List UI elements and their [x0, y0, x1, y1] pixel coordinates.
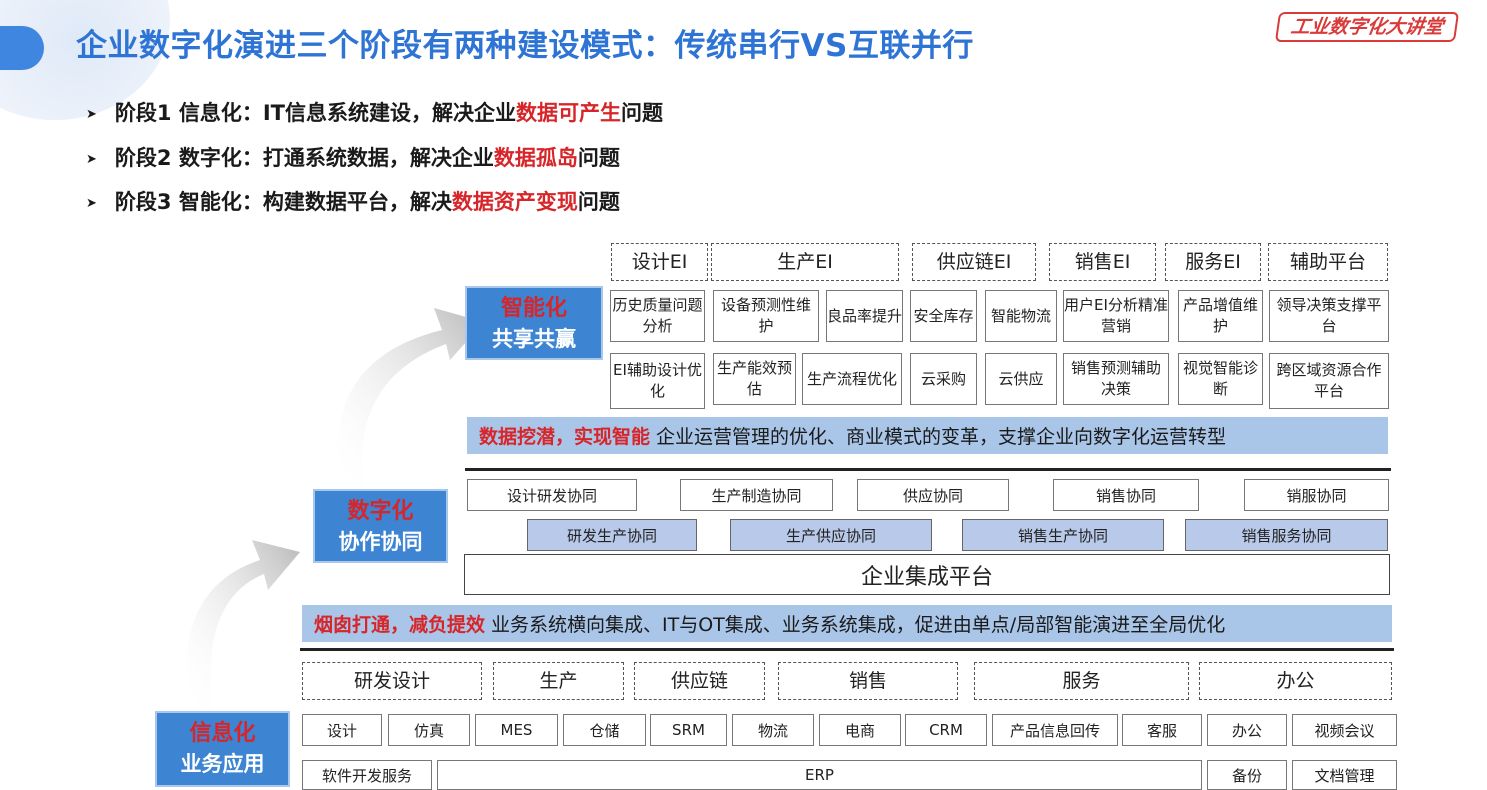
ei-cell: 云供应: [985, 353, 1057, 405]
domain-header: 服务: [974, 662, 1189, 700]
ei-cell: EI辅助设计优化: [610, 353, 705, 409]
ei-cell: 用户EI分析精准营销: [1063, 290, 1169, 342]
app-cell: ERP: [437, 760, 1202, 790]
stage-digital: 数字化协作协同: [313, 489, 448, 563]
ei-header: 生产EI: [711, 243, 899, 281]
ei-header: 供应链EI: [912, 243, 1036, 281]
bullet-stage-2: ➤阶段2 数字化：打通系统数据，解决企业数据孤岛问题: [86, 146, 620, 170]
collab-cell: 销服协同: [1244, 479, 1389, 511]
app-cell: 产品信息回传: [992, 714, 1118, 746]
app-cell: 办公: [1207, 714, 1287, 746]
bullet-arrow-icon: ➤: [86, 107, 97, 122]
collab-cell: 生产制造协同: [680, 479, 833, 511]
app-cell: 文档管理: [1292, 760, 1397, 790]
ei-header: 服务EI: [1165, 243, 1261, 281]
app-cell: 电商: [819, 714, 901, 746]
collab-cell: 供应协同: [857, 479, 1009, 511]
app-cell: 物流: [732, 714, 814, 746]
ei-cell: 云采购: [910, 353, 977, 405]
ei-header: 设计EI: [611, 243, 708, 281]
ei-cell: 跨区域资源合作平台: [1269, 353, 1389, 409]
divider-line: [300, 648, 1394, 651]
brand-logo: 工业数字化大讲堂: [1274, 12, 1460, 42]
cross-collab-cell: 研发生产协同: [527, 519, 697, 551]
title-accent-tab: [0, 26, 44, 70]
band-integration: 烟囱打通，减负提效业务系统横向集成、IT与OT集成、业务系统集成，促进由单点/局…: [302, 605, 1392, 642]
ei-cell: 智能物流: [985, 290, 1057, 342]
app-cell: 仿真: [388, 714, 470, 746]
ei-cell: 领导决策支撑平台: [1269, 290, 1389, 342]
ei-cell: 安全库存: [910, 290, 977, 342]
ei-cell: 生产能效预估: [713, 353, 796, 405]
ei-cell: 良品率提升: [826, 290, 903, 342]
ei-cell: 生产流程优化: [802, 353, 902, 405]
collab-cell: 设计研发协同: [467, 479, 637, 511]
stage-informatization: 信息化业务应用: [155, 711, 290, 787]
bullet-stage-3: ➤阶段3 智能化：构建数据平台，解决数据资产变现问题: [86, 190, 620, 214]
cross-collab-cell: 生产供应协同: [730, 519, 932, 551]
domain-header: 生产: [493, 662, 624, 700]
bullet-arrow-icon: ➤: [86, 196, 97, 211]
cross-collab-cell: 销售服务协同: [1185, 519, 1388, 551]
app-cell: 视频会议: [1292, 714, 1397, 746]
divider-line: [465, 468, 1391, 471]
bullet-stage-1: ➤阶段1 信息化：IT信息系统建设，解决企业数据可产生问题: [86, 101, 663, 125]
ei-cell: 视觉智能诊断: [1178, 353, 1263, 405]
domain-header: 销售: [778, 662, 958, 700]
band-intelligence: 数据挖潜，实现智能企业运营管理的优化、商业模式的变革，支撑企业向数字化运营转型: [467, 417, 1388, 454]
app-cell: SRM: [650, 714, 727, 746]
domain-header: 办公: [1199, 662, 1392, 700]
ei-cell: 产品增值维护: [1178, 290, 1263, 342]
app-cell: 软件开发服务: [302, 760, 432, 790]
stage-intelligent: 智能化共享共赢: [465, 286, 603, 360]
page-title: 企业数字化演进三个阶段有两种建设模式：传统串行VS互联并行: [76, 28, 974, 64]
bullet-arrow-icon: ➤: [86, 152, 97, 167]
app-cell: 备份: [1207, 760, 1287, 790]
ei-cell: 设备预测性维护: [713, 290, 819, 342]
app-cell: 客服: [1122, 714, 1202, 746]
integration-platform: 企业集成平台: [464, 554, 1390, 595]
ei-cell: 销售预测辅助决策: [1063, 353, 1169, 405]
arrow-info-to-digital-icon: [186, 540, 300, 710]
app-cell: MES: [475, 714, 558, 746]
arrow-digital-to-smart-icon: [337, 308, 484, 485]
collab-cell: 销售协同: [1053, 479, 1199, 511]
domain-header: 供应链: [634, 662, 765, 700]
app-cell: 设计: [302, 714, 382, 746]
app-cell: 仓储: [563, 714, 646, 746]
ei-header: 销售EI: [1049, 243, 1156, 281]
app-cell: CRM: [905, 714, 987, 746]
ei-cell: 历史质量问题分析: [610, 290, 705, 342]
cross-collab-cell: 销售生产协同: [962, 519, 1164, 551]
domain-header: 研发设计: [302, 662, 482, 700]
ei-header: 辅助平台: [1268, 243, 1388, 281]
